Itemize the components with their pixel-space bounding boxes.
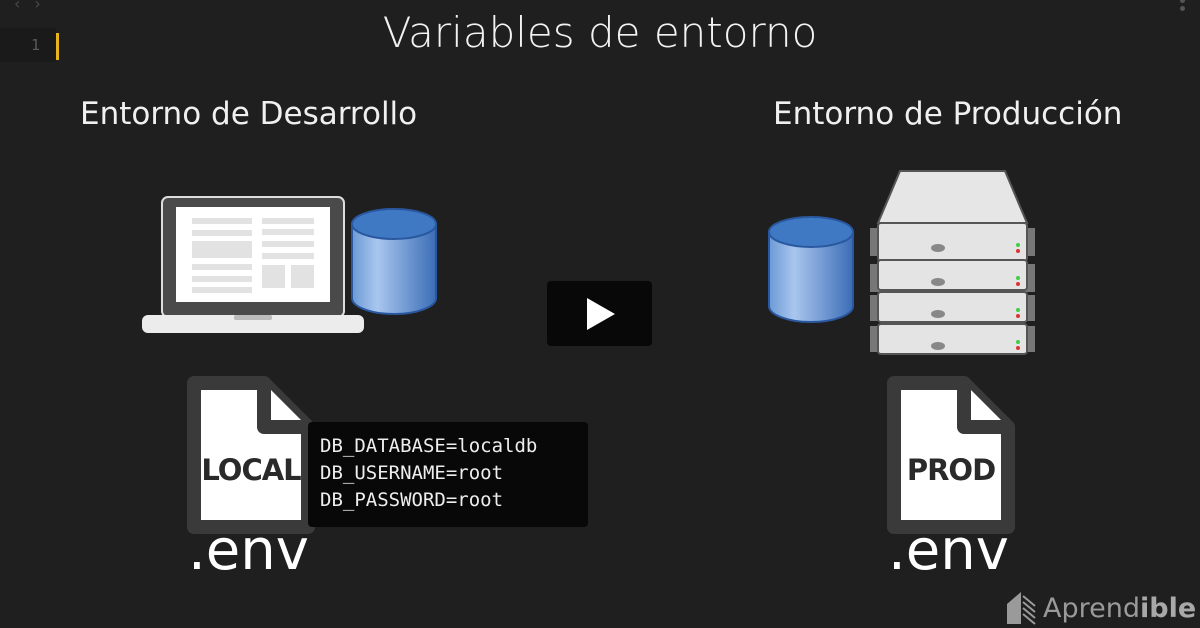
database-icon bbox=[768, 216, 854, 323]
file-label: LOCAL bbox=[201, 453, 301, 487]
env-line: DB_USERNAME=root bbox=[320, 462, 504, 484]
prod-heading: Entorno de Producción bbox=[773, 96, 1123, 132]
env-line: DB_DATABASE=localdb bbox=[320, 435, 538, 457]
dev-heading: Entorno de Desarrollo bbox=[80, 96, 418, 132]
laptop-icon bbox=[142, 196, 364, 333]
forward-arrow-icon[interactable]: › bbox=[34, 0, 55, 13]
more-options-icon[interactable] bbox=[1180, 0, 1186, 14]
brand-name-bold: ible bbox=[1139, 592, 1197, 624]
server-icon bbox=[870, 170, 1035, 355]
editor-nav-arrows[interactable]: ‹› bbox=[14, 0, 55, 13]
env-line: DB_PASSWORD=root bbox=[320, 489, 504, 511]
local-env-file: LOCAL bbox=[186, 375, 316, 535]
prod-env-file: PROD bbox=[886, 375, 1016, 535]
line-number: 1 bbox=[30, 36, 40, 54]
brand-name: Aprend bbox=[1043, 592, 1140, 624]
file-label: PROD bbox=[906, 453, 996, 487]
database-icon bbox=[351, 208, 437, 315]
file-extension: .env bbox=[188, 518, 309, 583]
slide-title: Variables de entorno bbox=[382, 8, 818, 57]
file-icon bbox=[887, 376, 1015, 534]
editor-gutter bbox=[0, 28, 56, 62]
back-arrow-icon[interactable]: ‹ bbox=[14, 0, 35, 13]
play-button[interactable] bbox=[547, 281, 652, 346]
aprendible-logo-icon bbox=[1007, 592, 1036, 625]
file-extension: .env bbox=[888, 518, 1009, 583]
brand-logo: Aprendible bbox=[1005, 590, 1196, 626]
env-code-box: DB_DATABASE=localdb DB_USERNAME=root DB_… bbox=[308, 422, 588, 527]
text-cursor bbox=[56, 33, 59, 60]
